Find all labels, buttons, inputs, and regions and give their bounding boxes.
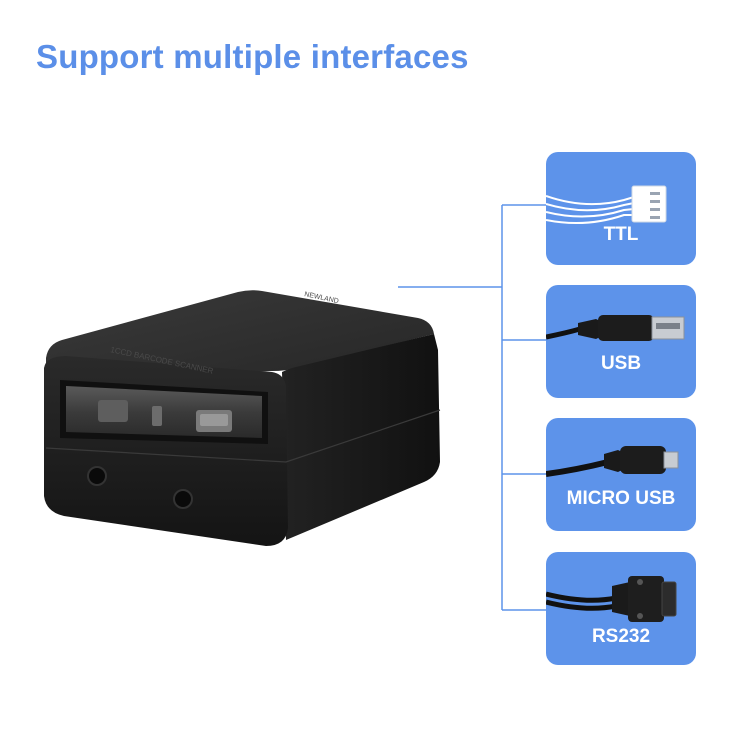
ttl-connector-icon xyxy=(546,185,667,224)
usb-a-cable-icon xyxy=(546,315,685,341)
interface-label-rs232: RS232 xyxy=(591,626,651,647)
micro-usb-cable-icon xyxy=(546,446,679,477)
interface-card-ttl: TTL xyxy=(546,152,696,265)
interface-label-micro-usb: MICRO USB xyxy=(566,488,676,509)
page-title: Support multiple interfaces xyxy=(36,38,469,75)
rs232-db9-cable-icon xyxy=(546,576,677,622)
interface-label-ttl: TTL xyxy=(603,224,639,245)
interface-card-usb: USB xyxy=(546,285,696,398)
interface-card-micro-usb: MICRO USB xyxy=(546,418,696,531)
interface-card-rs232: RS232 xyxy=(546,552,696,665)
interface-label-usb: USB xyxy=(600,353,642,374)
